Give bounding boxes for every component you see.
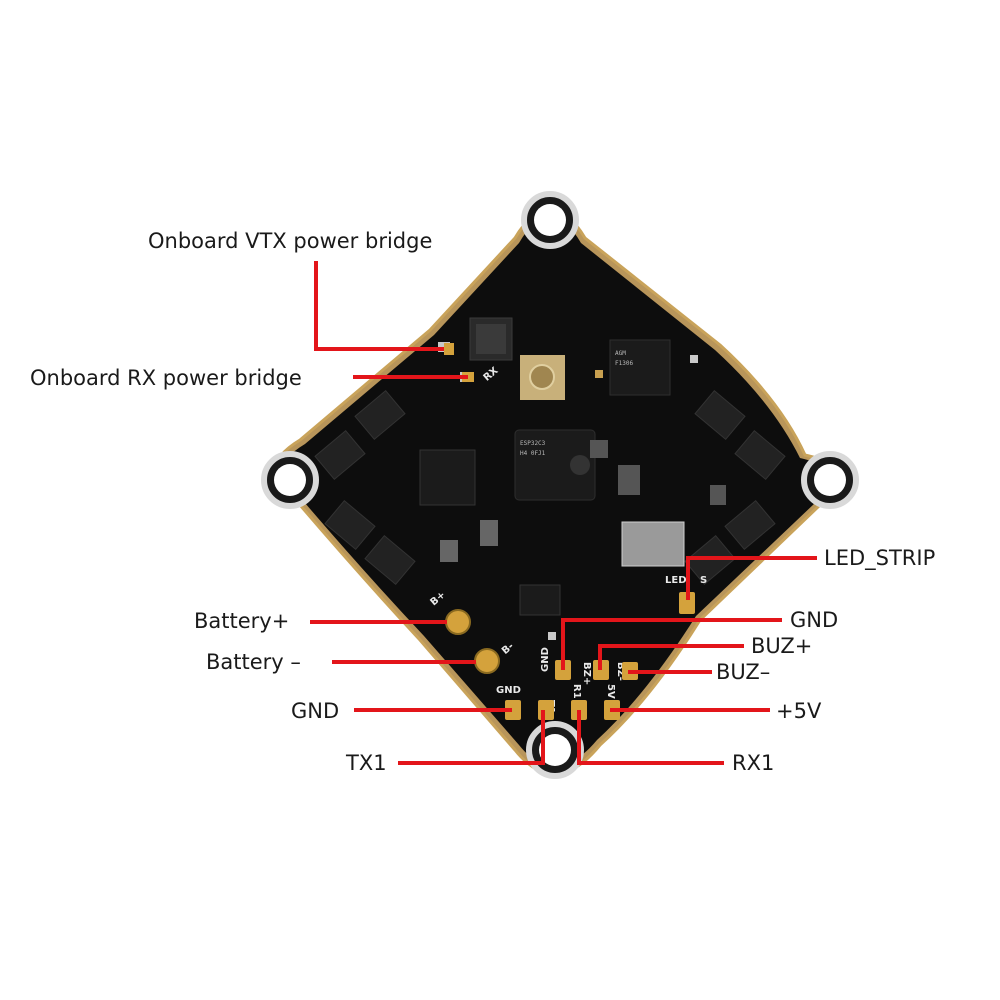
- silk-gnd-vertical: GND: [540, 647, 551, 672]
- battery-plus-pad: [445, 609, 471, 635]
- leader-buz-plus: [598, 644, 744, 670]
- esc-mosfets-left: [314, 389, 476, 586]
- silk-r1: R1: [571, 684, 582, 699]
- label-gnd-right: GND: [790, 608, 838, 632]
- leader-gnd-right: [561, 618, 782, 670]
- silk-led: LED: [665, 575, 687, 586]
- label-vtx-bridge: Onboard VTX power bridge: [148, 229, 432, 253]
- gyro-chip: AGM F1306: [609, 339, 671, 396]
- led-strip-pad: [679, 592, 695, 614]
- vtx-bridge-pad: [444, 343, 454, 355]
- inductor: [621, 521, 685, 567]
- mount-hole-top: [521, 191, 579, 249]
- label-buz-plus: BUZ+: [751, 634, 812, 658]
- svg-text:F1306: F1306: [615, 360, 633, 367]
- label-battery-plus: Battery+: [194, 609, 289, 633]
- mount-hole-left: [261, 451, 319, 509]
- silk-bz-plus: BZ+: [581, 662, 592, 685]
- label-battery-minus: Battery –: [206, 650, 301, 674]
- battery-minus-pad: [474, 648, 500, 674]
- label-rx1: RX1: [732, 751, 774, 775]
- mcu-chip: ESP32C3 H4 0FJ1: [514, 429, 596, 501]
- label-gnd-left: GND: [291, 699, 339, 723]
- mount-hole-bottom: [526, 721, 584, 779]
- label-led-strip: LED_STRIP: [824, 546, 935, 571]
- svg-text:AGM: AGM: [615, 350, 626, 357]
- mount-hole-right: [801, 451, 859, 509]
- label-rx-bridge: Onboard RX power bridge: [30, 366, 302, 390]
- leader-tx1: [398, 710, 545, 765]
- svg-text:ESP32C3: ESP32C3: [520, 440, 546, 447]
- svg-text:H4 0FJ1: H4 0FJ1: [520, 450, 546, 457]
- label-buz-minus: BUZ–: [716, 660, 770, 684]
- tx1-pad: [538, 700, 554, 720]
- callout-labels: Onboard VTX power bridge Onboard RX powe…: [30, 229, 935, 775]
- silk-gnd: GND: [496, 685, 521, 696]
- leader-led-strip: [686, 556, 817, 600]
- leader-rx1: [577, 710, 724, 765]
- leader-lines: [310, 261, 817, 765]
- gnd-pad: [505, 700, 521, 720]
- antenna-connector: [520, 355, 565, 400]
- silk-s: S: [700, 575, 707, 586]
- label-tx1: TX1: [345, 751, 387, 775]
- pcb-board: ESP32C3 H4 0FJ1 AGM F1306: [261, 191, 859, 779]
- silk-bz-minus: BZ-: [615, 662, 626, 681]
- silk-5v: 5V: [605, 684, 616, 699]
- leader-vtx-bridge: [314, 261, 444, 351]
- regulator-chip: [469, 317, 513, 361]
- label-five-v: +5V: [776, 699, 822, 723]
